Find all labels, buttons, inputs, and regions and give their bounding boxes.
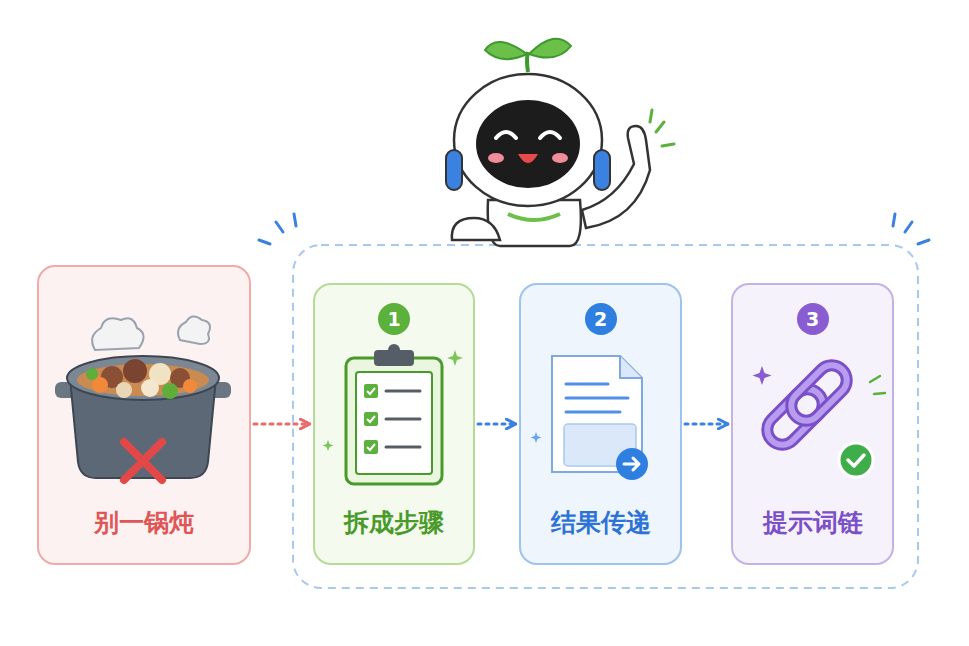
robot-mascot-part-part	[656, 122, 664, 132]
stew-pot	[55, 316, 231, 480]
robot-mascot-part	[508, 214, 560, 220]
document-icon-part	[616, 448, 648, 480]
flow-arrow	[478, 423, 516, 426]
flow-arrow	[685, 423, 728, 426]
document-icon-part	[566, 384, 628, 412]
robot-mascot	[446, 39, 674, 246]
chain-icon-part	[785, 359, 853, 427]
clipboard-icon-part	[346, 358, 442, 484]
robot-mascot-part-part	[662, 144, 674, 146]
corner-ticks-part	[276, 222, 283, 232]
clipboard-icon-part	[356, 372, 432, 474]
chain-icon-part	[839, 443, 873, 477]
step-label: 结果传递	[521, 507, 680, 539]
robot-mascot-part	[496, 132, 516, 138]
robot-mascot-part	[529, 39, 571, 58]
chain-icon-part	[785, 359, 853, 427]
document-icon-part	[624, 458, 639, 470]
stew-pot-part	[178, 316, 210, 344]
clipboard-icon-part	[323, 440, 334, 451]
robot-mascot-part	[476, 100, 580, 188]
clipboard-icon-part-part	[386, 418, 420, 421]
corner-ticks-part	[893, 214, 895, 226]
step-number: 2	[585, 303, 617, 335]
robot-mascot-part	[452, 218, 500, 240]
stew-pot-part	[124, 442, 162, 480]
robot-mascot-part-part	[650, 110, 652, 122]
corner-ticks-part	[905, 222, 912, 232]
stew-pot-part	[116, 382, 132, 398]
stew-pot-part	[92, 318, 143, 350]
step-label: 提示词链	[733, 507, 892, 539]
document-icon-part-part	[566, 411, 620, 414]
robot-mascot-part	[485, 42, 527, 59]
robot-mascot-part	[552, 153, 568, 163]
step-number: 1	[378, 303, 410, 335]
robot-mascot-part	[488, 153, 504, 163]
clipboard-icon-part	[364, 384, 378, 454]
robot-mascot-part	[454, 74, 602, 206]
clipboard-icon-part-part	[386, 446, 420, 449]
corner-ticks-part	[918, 240, 929, 244]
step-label: 拆成步骤	[315, 507, 473, 539]
stew-pot-part	[67, 356, 219, 400]
clipboard-icon-part	[447, 350, 463, 366]
clipboard-icon-part-part	[364, 412, 378, 426]
clipboard-icon-part-part	[386, 390, 420, 393]
clipboard-icon-part	[386, 391, 420, 447]
clipboard-icon-part-part	[367, 416, 375, 422]
stew-pot-part	[123, 359, 147, 383]
clipboard-icon-part-part	[364, 440, 378, 454]
document-icon-part-part	[566, 383, 608, 386]
robot-mascot-part	[540, 132, 560, 138]
group-frame	[293, 245, 918, 588]
robot-mascot-part	[594, 150, 610, 190]
step-label: 别一锅炖	[39, 507, 249, 539]
document-icon-part	[620, 356, 642, 378]
document-icon-part-part	[566, 397, 628, 400]
flow-arrow	[254, 423, 310, 426]
robot-mascot-part	[650, 110, 674, 146]
chain-icon	[753, 359, 886, 477]
clipboard-icon-part	[388, 344, 400, 356]
corner-ticks-part	[294, 214, 296, 226]
clipboard-icon-part	[367, 388, 375, 450]
robot-mascot-part	[446, 150, 462, 190]
chain-icon-part	[870, 376, 885, 394]
chain-icon-part-part	[874, 393, 885, 394]
clipboard-icon-part-part	[367, 388, 375, 394]
step-number: 3	[797, 303, 829, 335]
chain-icon-part	[848, 455, 864, 466]
chain-icon-part-part	[870, 376, 880, 382]
stew-pot-part	[86, 368, 98, 380]
clipboard-icon	[323, 344, 464, 484]
corner-ticks-part	[259, 240, 270, 244]
stew-pot-part	[183, 379, 197, 393]
document-icon-part	[531, 432, 542, 443]
chain-icon-part	[753, 366, 772, 385]
clipboard-icon-part-part	[364, 384, 378, 398]
clipboard-icon-part-part	[367, 444, 375, 450]
stew-pot-part	[162, 383, 178, 399]
stew-pot-part	[124, 442, 162, 480]
robot-mascot-part	[518, 154, 538, 163]
stew-pot-part	[141, 379, 159, 397]
document-icon	[531, 356, 649, 480]
